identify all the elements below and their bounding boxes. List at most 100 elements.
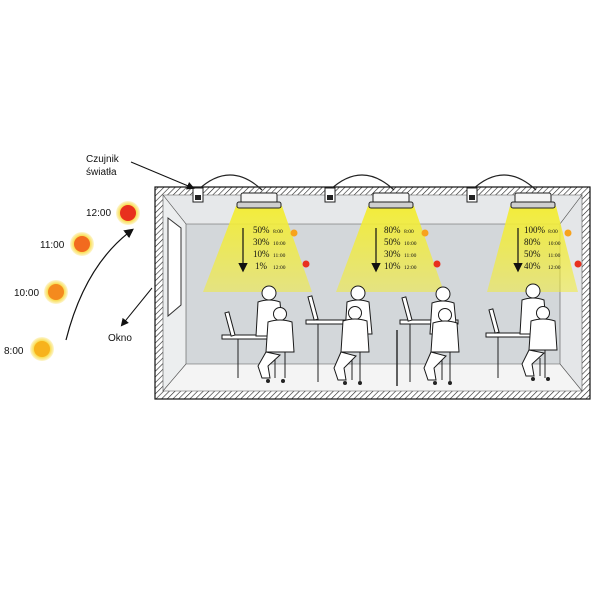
monitor-icon (401, 296, 413, 322)
light-beam-3 (487, 206, 578, 292)
lamp-2-time-4: 12:00 (404, 265, 417, 271)
person-head (348, 306, 362, 320)
light-beam-2 (336, 206, 444, 292)
lamp-2-pct-1: 80% (384, 225, 401, 235)
lamp-2-pct-2: 50% (384, 237, 401, 247)
lamp-2-time-3: 11:00 (404, 253, 417, 259)
lamp-1-pct-1: 50% (253, 225, 270, 235)
lamp-2-time-2: 10:00 (404, 241, 417, 247)
dimming-arrows (238, 228, 523, 273)
monitor-icon (488, 308, 500, 334)
light-sensor-1 (192, 187, 204, 203)
office-workers (221, 283, 558, 385)
sun-positions: 8:00 10:00 11:00 12:00 (4, 201, 140, 361)
workstation-2 (305, 285, 373, 385)
workstation-3 (399, 286, 460, 385)
window-pointer-arrow (120, 287, 153, 327)
sun-time-label: 8:00 (4, 346, 24, 357)
lamp-2-pct-4: 10% (384, 261, 401, 271)
lamp-3-time-2: 10:00 (548, 241, 561, 247)
person-legs (521, 349, 546, 377)
person-head (350, 285, 366, 301)
sensor-label-line2: światła (86, 167, 117, 178)
lamp-1-time-4: 12:00 (273, 265, 286, 271)
lamp-3-pct-3: 50% (524, 249, 541, 259)
lamp-1-pct-4: 1% (255, 261, 268, 271)
sun-core (74, 236, 90, 252)
lamp-fixture-2 (368, 192, 414, 209)
lamp-1-time-3: 11:00 (273, 253, 286, 259)
lamp-2-levels: 80% 8:00 50% 10:00 30% 11:00 10% 12:00 (384, 225, 417, 271)
lamp-1-time-2: 10:00 (273, 241, 286, 247)
lamp-fixture-3 (510, 192, 556, 209)
person-legs (333, 351, 357, 381)
person-head (435, 286, 451, 302)
monitor-icon (224, 311, 236, 337)
window-annotation: Okno (108, 287, 153, 344)
person-legs (257, 351, 282, 379)
lamp-1-pct-3: 10% (253, 249, 270, 259)
sun-path-arrow (65, 228, 134, 341)
light-beams (203, 206, 578, 292)
person-head (536, 306, 550, 320)
lamp-3-pct-1: 100% (524, 225, 546, 235)
sensor-pointer-arrow (130, 161, 195, 190)
indicator-dot-red (302, 260, 310, 268)
lamp-fixture-1 (236, 192, 282, 209)
workstation-4 (485, 283, 558, 381)
person-head (273, 307, 287, 321)
sun-core (48, 284, 64, 300)
sun-time-label: 10:00 (14, 288, 39, 299)
lamp-3-pct-2: 80% (524, 237, 541, 247)
person-torso (528, 318, 558, 351)
indicator-dots (290, 229, 582, 268)
right-wall (559, 194, 583, 392)
sun-8-00: 8:00 (4, 337, 54, 361)
lamps (192, 174, 556, 209)
lamp-2-pct-3: 30% (384, 249, 401, 259)
sun-core (34, 341, 50, 357)
lamp-cable-1 (197, 174, 263, 191)
sun-10-00: 10:00 (14, 280, 68, 304)
lamp-3-pct-4: 40% (524, 261, 541, 271)
person-head (525, 283, 541, 299)
lamp-1-pct-2: 30% (253, 237, 270, 247)
lamp-1-time-1: 8:00 (273, 229, 283, 235)
sun-time-label: 11:00 (40, 240, 65, 251)
lamp-cable-3 (471, 174, 537, 191)
sun-core (120, 205, 136, 221)
lamp-cable-2 (329, 174, 395, 191)
window-pane (167, 216, 182, 318)
monitor-icon (307, 295, 319, 321)
indicator-dot-orange (421, 229, 429, 237)
window-label: Okno (108, 333, 132, 344)
indicator-dot-orange (564, 229, 572, 237)
person-head (261, 285, 277, 301)
lamp-1-levels: 50% 8:00 30% 10:00 10% 11:00 1% 12:00 (253, 225, 286, 271)
person-legs (423, 351, 447, 381)
sun-12-00: 12:00 (86, 201, 140, 225)
sun-time-label: 12:00 (86, 208, 111, 219)
person-torso (265, 319, 295, 353)
light-beam-1 (203, 206, 312, 292)
person-torso (340, 318, 370, 353)
lamp-3-time-4: 12:00 (548, 265, 561, 271)
sun-11-00: 11:00 (40, 232, 94, 256)
lamp-3-time-3: 11:00 (548, 253, 561, 259)
sensor-annotation: Czujnik światła (86, 154, 195, 190)
person-torso (430, 320, 460, 353)
lamp-3-levels: 100% 8:00 80% 10:00 50% 11:00 40% 12:00 (524, 225, 561, 271)
indicator-dot-red (433, 260, 441, 268)
indicator-dot-orange (290, 229, 298, 237)
person-head (438, 308, 452, 322)
lamp-3-time-1: 8:00 (548, 229, 558, 235)
desk (399, 319, 459, 325)
lamp-2-time-1: 8:00 (404, 229, 414, 235)
light-sensor-2 (324, 187, 336, 203)
workstation-1 (221, 285, 295, 383)
sensor-label-line1: Czujnik (86, 154, 120, 165)
light-sensor-3 (466, 187, 478, 203)
indicator-dot-red (574, 260, 582, 268)
